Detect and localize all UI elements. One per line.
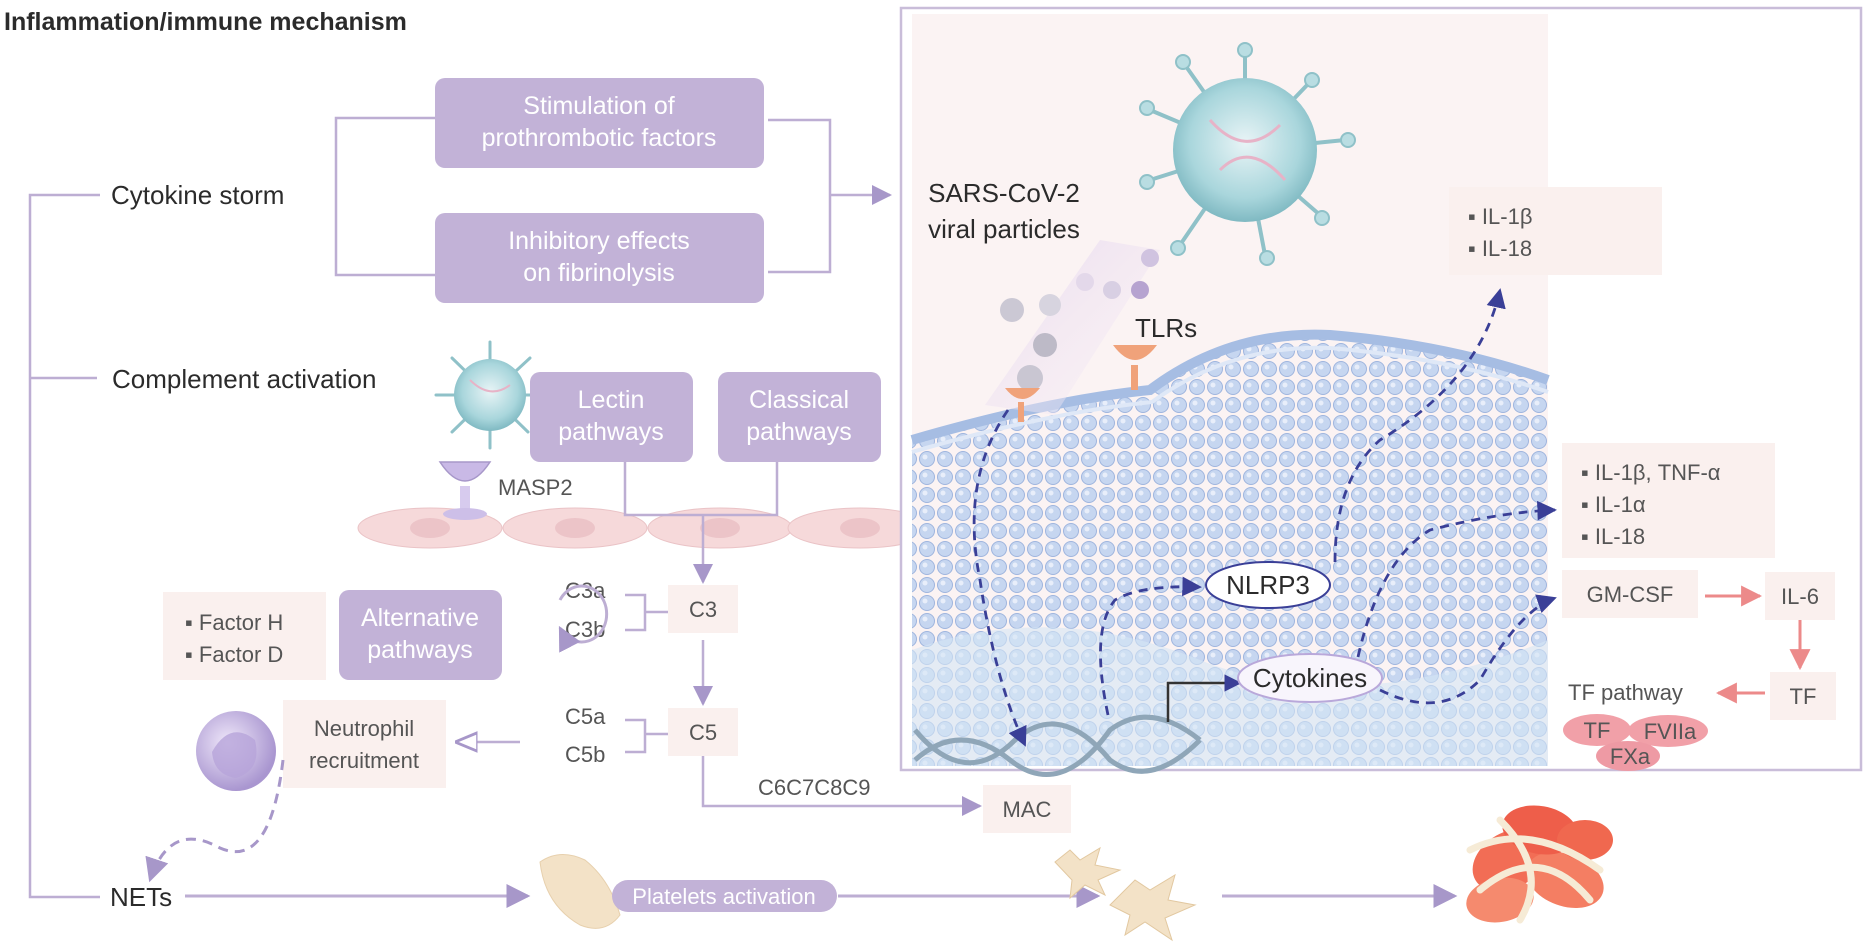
c5-split-bracket	[625, 718, 668, 754]
cytokine-storm-bracket	[334, 116, 892, 277]
label-masp2: MASP2	[498, 475, 573, 500]
diagram-title: Inflammation/immune mechanism	[4, 8, 407, 36]
masp2-receptor-icon	[438, 461, 492, 520]
nlrp3-node: NLRP3	[1205, 561, 1331, 609]
c5a-label: C5a	[565, 704, 606, 729]
coagulation-complex-icon: TF FVIIa FXa	[1563, 714, 1708, 771]
mac-label: MAC	[1003, 797, 1052, 822]
fibrinolysis-line1: Inhibitory effects	[508, 227, 690, 255]
tlrs-label: TLRs	[1135, 313, 1197, 343]
cytokine-output-box: ▪ IL-1β, TNF-α ▪ IL-1α ▪ IL-18	[1562, 443, 1775, 558]
tf-pathway-label: TF pathway	[1568, 680, 1683, 705]
cytokine-output-2: ▪ IL-1α	[1581, 492, 1646, 517]
alternative-pathways-box: Alternative pathways	[339, 590, 502, 680]
thrombus-icon	[1466, 805, 1613, 924]
inflammasome-output-box: ▪ IL-1β ▪ IL-18	[1449, 187, 1662, 275]
prothrombotic-factors-box: Stimulation of prothrombotic factors	[435, 78, 764, 168]
c5-label: C5	[689, 720, 717, 745]
c3-box: C3	[668, 585, 738, 633]
neutrophil-to-nets-dashed-arrow	[145, 759, 285, 883]
alternative-line2: pathways	[367, 636, 473, 664]
c5-box: C5	[668, 708, 738, 756]
il6-box: IL-6	[1765, 572, 1835, 620]
factors-box: ▪ Factor H ▪ Factor D	[163, 592, 326, 680]
nlrp3-label: NLRP3	[1226, 570, 1310, 600]
c3a-label: C3a	[565, 578, 606, 603]
cell-membrane-illustration	[910, 329, 1550, 766]
label-cytokine-storm: Cytokine storm	[111, 180, 284, 210]
cytokine-output-3: ▪ IL-18	[1581, 524, 1645, 549]
c5b-label: C5b	[565, 742, 605, 767]
small-virus-icon	[434, 340, 546, 450]
factor-d-label: ▪ Factor D	[185, 642, 283, 667]
classical-line1: Classical	[749, 386, 849, 414]
sars-cov-2-virus-icon	[985, 42, 1356, 415]
c3-split-bracket	[625, 593, 668, 632]
classical-line2: pathways	[746, 418, 852, 446]
resting-platelet-icon	[539, 854, 621, 929]
mechanism-bracket	[28, 193, 100, 899]
neutrophil-line2: recruitment	[309, 748, 419, 773]
prothrombotic-line2: prothrombotic factors	[482, 124, 717, 152]
signaling-dashed-arrows	[972, 288, 1557, 747]
lectin-pathways-box: Lectin pathways	[530, 372, 693, 462]
lectin-line2: pathways	[558, 418, 664, 446]
prothrombotic-line1: Stimulation of	[523, 92, 675, 120]
neutrophil-icon	[196, 711, 276, 791]
pathways-to-c3-connector	[623, 462, 779, 584]
mac-box: MAC	[983, 785, 1071, 833]
il6-label: IL-6	[1781, 584, 1819, 609]
gm-csf-box: GM-CSF	[1562, 570, 1698, 618]
complex-fxa-label: FXa	[1610, 744, 1651, 769]
complex-tf-label: TF	[1584, 718, 1611, 743]
platelets-activation-label: Platelets activation	[632, 884, 815, 909]
tf-box: TF	[1770, 672, 1836, 720]
label-nets: NETs	[110, 882, 172, 912]
c3b-loop-arrow	[558, 584, 609, 653]
label-complement-activation: Complement activation	[112, 364, 376, 394]
virus-label-line2: viral particles	[928, 214, 1080, 244]
neutrophil-recruitment-box: Neutrophil recruitment	[283, 700, 446, 788]
complex-fviia-label: FVIIa	[1644, 719, 1697, 744]
neutrophil-line1: Neutrophil	[314, 716, 414, 741]
fibrinolysis-line2: on fibrinolysis	[523, 259, 674, 287]
c5-to-mac-arrow	[701, 756, 982, 816]
cytokine-output-1: ▪ IL-1β, TNF-α	[1581, 460, 1721, 485]
cytokines-label: Cytokines	[1253, 663, 1367, 693]
classical-pathways-box: Classical pathways	[718, 372, 881, 462]
c3-label: C3	[689, 597, 717, 622]
c6c7c8c9-label: C6C7C8C9	[758, 775, 871, 800]
inflammasome-output-1: ▪ IL-1β	[1468, 204, 1533, 229]
factor-h-label: ▪ Factor H	[185, 610, 283, 635]
endothelium-illustration	[357, 507, 933, 549]
tf-label: TF	[1790, 684, 1817, 709]
lectin-line1: Lectin	[578, 386, 645, 414]
dna-strand-icon	[913, 714, 1202, 777]
tlr-receptor-icon	[1005, 345, 1157, 422]
transcription-arrow	[1166, 674, 1242, 722]
activated-platelets-icon	[1054, 846, 1197, 942]
gm-csf-label: GM-CSF	[1587, 582, 1674, 607]
fibrinolysis-box: Inhibitory effects on fibrinolysis	[435, 213, 764, 303]
platelets-activation-pill	[612, 880, 837, 912]
virus-label-line1: SARS-CoV-2	[928, 178, 1080, 208]
cytokines-node: Cytokines	[1237, 653, 1383, 703]
inflammasome-output-2: ▪ IL-18	[1468, 236, 1532, 261]
alternative-line1: Alternative	[361, 604, 479, 632]
